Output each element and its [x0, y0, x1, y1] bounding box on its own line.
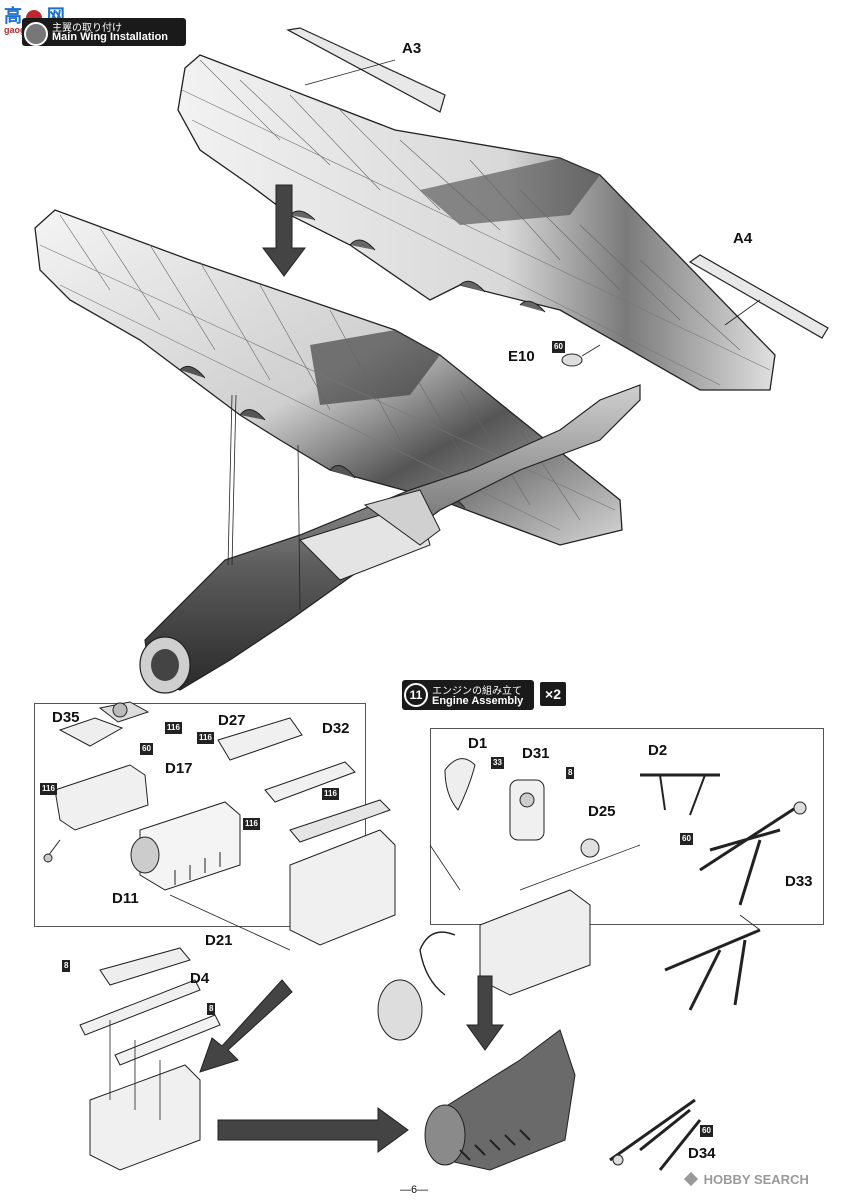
step-11-title-jp: エンジンの組み立て — [432, 686, 522, 697]
label-d25: D25 — [588, 803, 616, 820]
guide-line-1 — [227, 394, 233, 566]
fuselage-shape — [139, 384, 641, 694]
wing-diagram — [34, 27, 829, 694]
panel-accessory-subassembly — [430, 728, 824, 925]
color-badge-60-d2: 60 — [680, 833, 693, 845]
label-d33: D33 — [785, 873, 813, 890]
label-d35: D35 — [52, 709, 80, 726]
label-d17: D17 — [165, 760, 193, 777]
step-11-number: 11 — [404, 683, 428, 707]
label-d1: D1 — [468, 735, 488, 752]
color-badge-8-d31: 8 — [566, 767, 575, 779]
e10-leader-line — [581, 344, 601, 357]
lower-wing-shape — [34, 209, 623, 546]
color-badge-116-d17: 116 — [40, 783, 57, 795]
color-badge-116-d35: 116 — [165, 722, 182, 734]
step-10-title-jp: 主翼の取り付け — [52, 23, 122, 34]
color-badge-116-d11: 116 — [243, 818, 260, 830]
color-badge-8-d21: 8 — [62, 960, 71, 972]
watermark-right-icon — [683, 1171, 699, 1187]
label-d21: D21 — [205, 932, 233, 949]
label-d11: D11 — [112, 890, 139, 907]
color-badge-60-d34: 60 — [700, 1125, 713, 1137]
label-d27: D27 — [218, 712, 246, 729]
upper-wing-shape — [177, 54, 776, 391]
label-a4: A4 — [733, 230, 753, 247]
color-badge-33-d1: 33 — [491, 757, 504, 769]
watermark-right: HOBBY SEARCH — [683, 1171, 809, 1187]
label-d31: D31 — [522, 745, 550, 762]
label-a3: A3 — [402, 40, 422, 57]
step-10-header: 主翼の取り付け Main Wing Installation — [22, 18, 186, 46]
step-10-title-en: Main Wing Installation — [52, 31, 169, 43]
color-badge-8-d4: 8 — [207, 1003, 216, 1015]
guide-line-3 — [231, 394, 237, 566]
part-a4-shape — [688, 254, 829, 339]
color-badge-116-d27: 116 — [197, 732, 214, 744]
label-e10: E10 — [508, 348, 535, 365]
label-d2: D2 — [648, 742, 668, 759]
a3-leader-line — [304, 59, 396, 86]
arrow-to-left-block — [199, 979, 293, 1073]
install-down-arrow — [262, 184, 306, 277]
watermark-right-text: HOBBY SEARCH — [703, 1172, 809, 1187]
arrow-right-final — [217, 1107, 409, 1153]
color-badge-60-e10: 60 — [552, 341, 565, 353]
label-d32: D32 — [322, 720, 350, 737]
guide-line-2 — [297, 444, 301, 611]
watermark-char-1: 高 — [4, 6, 22, 26]
color-badge-116-d32: 116 — [322, 788, 339, 800]
arrow-down-final — [466, 975, 504, 1051]
engine-diagram — [43, 701, 807, 1171]
part-e10-shape — [561, 353, 583, 367]
label-d34: D34 — [688, 1145, 716, 1162]
step-11-title-en: Engine Assembly — [432, 695, 524, 707]
step-10-number-icon — [24, 22, 48, 46]
page-number: —6— — [400, 1184, 429, 1196]
color-badge-60-d35: 60 — [140, 743, 153, 755]
step-11-header: 11 エンジンの組み立て Engine Assembly — [402, 680, 534, 710]
label-d4: D4 — [190, 970, 210, 987]
a4-leader-line — [724, 299, 761, 326]
step-11-multiplier: ×2 — [540, 682, 566, 706]
part-a3-shape — [286, 27, 446, 113]
